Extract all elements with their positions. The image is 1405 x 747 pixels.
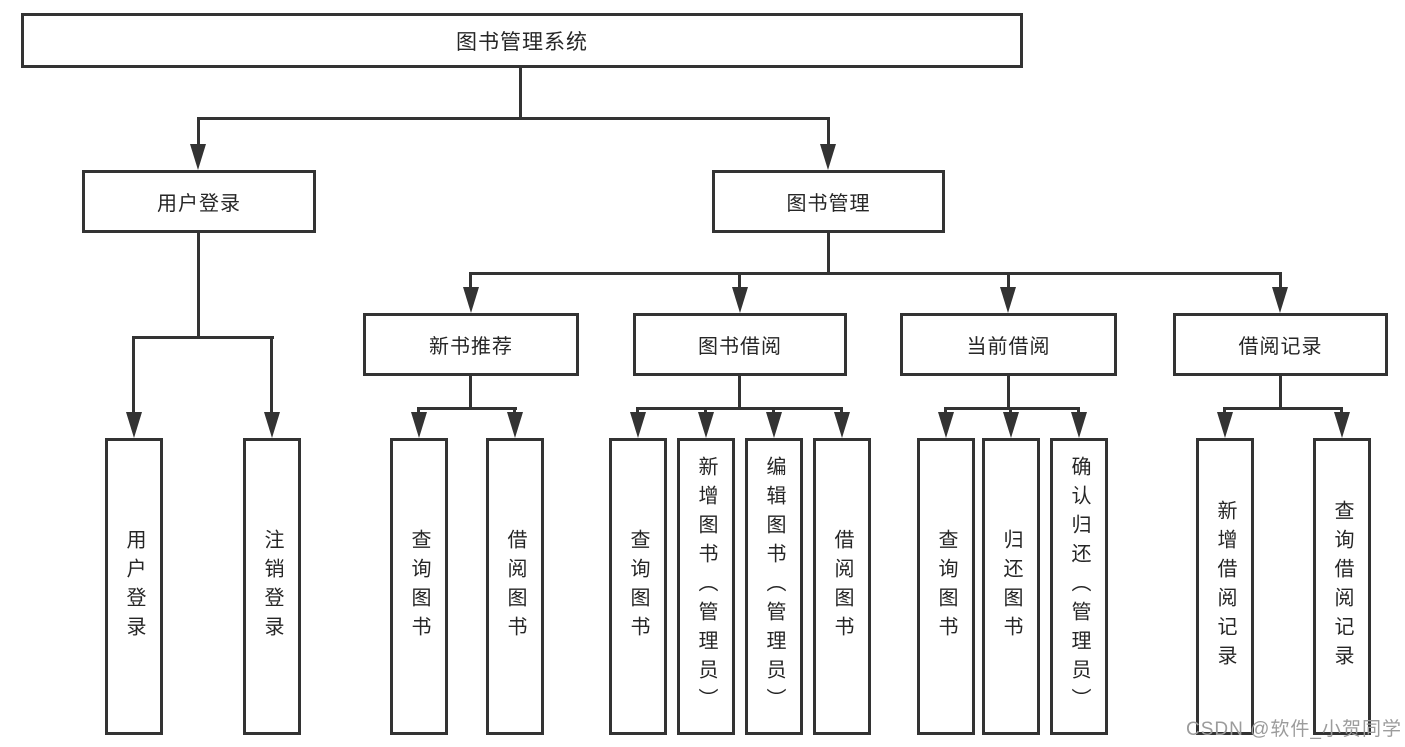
connector-line <box>944 407 947 415</box>
leaf-label: 用户登录 <box>123 528 145 645</box>
connector-line <box>519 68 522 120</box>
connector-line <box>197 117 200 147</box>
leaf-edit-book-admin: 编辑图书（管理员） <box>745 438 803 735</box>
node-book-borrow: 图书借阅 <box>633 313 847 376</box>
leaf-label: 注销登录 <box>261 528 283 645</box>
leaf-label: 归还图书 <box>1000 528 1022 645</box>
leaf-query-borrow-record: 查询借阅记录 <box>1313 438 1371 735</box>
arrow-down-icon <box>1272 287 1288 313</box>
leaf-label: 查询图书 <box>408 528 430 645</box>
connector-line <box>827 233 830 275</box>
arrow-down-icon <box>820 144 836 170</box>
connector-line <box>738 272 741 290</box>
connector-line <box>738 376 741 409</box>
csdn-watermark: CSDN @软件_小贺同学 <box>1186 719 1402 740</box>
connector-line <box>1340 407 1343 415</box>
arrow-down-icon <box>938 412 954 438</box>
node-new-book-recommend: 新书推荐 <box>363 313 579 376</box>
connector-line <box>636 407 639 415</box>
connector-line <box>132 336 135 416</box>
leaf-logout: 注销登录 <box>243 438 301 735</box>
leaf-label: 查询图书 <box>627 528 649 645</box>
connector-line <box>197 233 200 339</box>
leaf-query-book-current: 查询图书 <box>917 438 975 735</box>
arrow-down-icon <box>1000 287 1016 313</box>
connector-line <box>270 336 273 416</box>
arrow-down-icon <box>732 287 748 313</box>
leaf-label: 编辑图书（管理员） <box>763 456 785 717</box>
leaf-label: 借阅图书 <box>831 528 853 645</box>
arrow-down-icon <box>1003 412 1019 438</box>
leaf-label: 查询图书 <box>935 528 957 645</box>
leaf-add-borrow-record: 新增借阅记录 <box>1196 438 1254 735</box>
node-library-management-system: 图书管理系统 <box>21 13 1023 68</box>
leaf-borrow-book: 借阅图书 <box>813 438 871 735</box>
connector-line <box>840 407 843 415</box>
arrow-down-icon <box>1334 412 1350 438</box>
leaf-label: 确认归还（管理员） <box>1068 456 1090 717</box>
leaf-label: 查询借阅记录 <box>1331 499 1353 674</box>
arrow-down-icon <box>630 412 646 438</box>
arrow-down-icon <box>264 412 280 438</box>
leaf-label: 新增图书（管理员） <box>695 456 717 717</box>
node-user-login: 用户登录 <box>82 170 316 233</box>
leaf-borrow-book-recommend: 借阅图书 <box>486 438 544 735</box>
leaf-label: 新增借阅记录 <box>1214 499 1236 674</box>
connector-line <box>469 272 472 290</box>
leaf-add-book-admin: 新增图书（管理员） <box>677 438 735 735</box>
arrow-down-icon <box>463 287 479 313</box>
arrow-down-icon <box>1071 412 1087 438</box>
connector-line <box>1279 376 1282 409</box>
arrow-down-icon <box>190 144 206 170</box>
connector-line <box>1077 407 1080 415</box>
connector-line <box>513 407 516 415</box>
connector-line <box>1007 376 1010 409</box>
leaf-return-book: 归还图书 <box>982 438 1040 735</box>
connector-line <box>944 407 1080 410</box>
arrow-down-icon <box>411 412 427 438</box>
connector-line <box>1279 272 1282 290</box>
leaf-query-book-recommend: 查询图书 <box>390 438 448 735</box>
connector-line <box>704 407 707 415</box>
connector-line <box>469 376 472 409</box>
node-current-borrow: 当前借阅 <box>900 313 1117 376</box>
connector-line <box>1223 407 1343 410</box>
arrow-down-icon <box>834 412 850 438</box>
arrow-down-icon <box>766 412 782 438</box>
connector-line <box>1223 407 1226 415</box>
connector-line <box>636 407 843 410</box>
connector-line <box>417 407 517 410</box>
connector-line <box>469 272 1282 275</box>
connector-line <box>772 407 775 415</box>
connector-line <box>132 336 274 339</box>
leaf-confirm-return-admin: 确认归还（管理员） <box>1050 438 1108 735</box>
arrow-down-icon <box>1217 412 1233 438</box>
node-book-management: 图书管理 <box>712 170 945 233</box>
leaf-user-login: 用户登录 <box>105 438 163 735</box>
leaf-label: 借阅图书 <box>504 528 526 645</box>
node-borrow-records: 借阅记录 <box>1173 313 1388 376</box>
arrow-down-icon <box>507 412 523 438</box>
connector-line <box>827 117 830 147</box>
connector-line <box>1007 272 1010 290</box>
arrow-down-icon <box>126 412 142 438</box>
arrow-down-icon <box>698 412 714 438</box>
connector-line <box>197 117 830 120</box>
leaf-query-book-borrow: 查询图书 <box>609 438 667 735</box>
connector-line <box>417 407 420 415</box>
connector-line <box>1009 407 1012 415</box>
